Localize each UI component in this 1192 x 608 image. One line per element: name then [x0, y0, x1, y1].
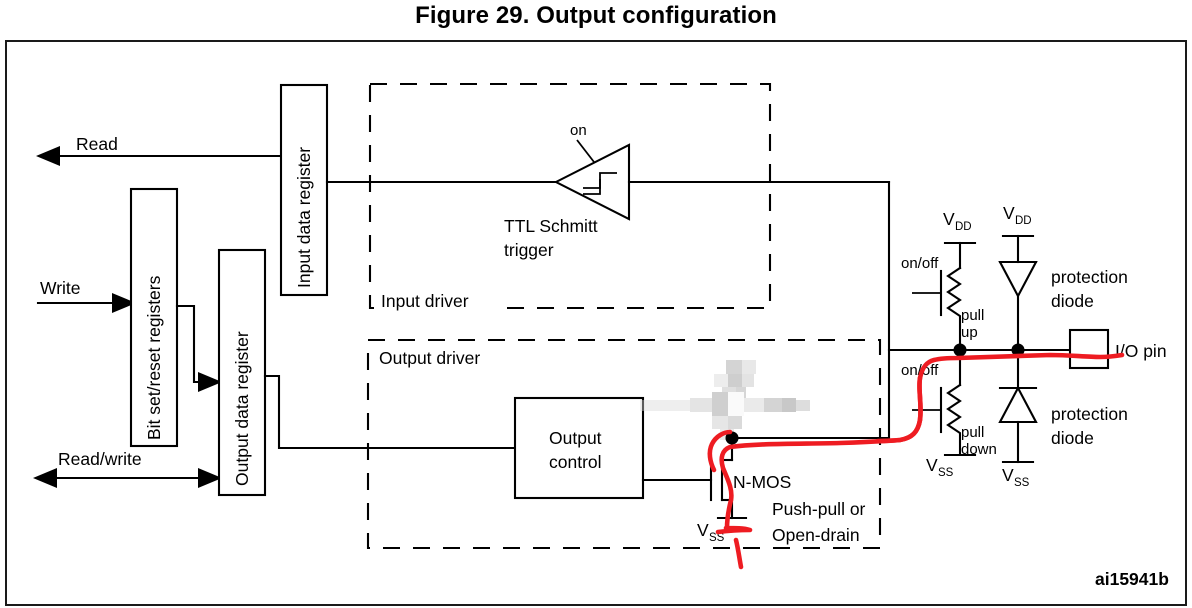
figure-border	[5, 40, 1187, 606]
figure-title: Figure 29. Output configuration	[415, 2, 777, 29]
protection-diode-top-line2: diode	[1051, 291, 1094, 311]
vss-pulldown-label: V	[926, 455, 938, 475]
output-data-register-block	[217, 248, 267, 497]
protection-diode-top	[998, 234, 1038, 352]
output-driver-label: Output driver	[379, 348, 480, 368]
schmitt-label-line1: TTL Schmitt	[504, 216, 598, 236]
schmitt-label-line2: trigger	[504, 240, 554, 260]
pull-up-transistor	[912, 241, 977, 352]
output-driver-label-mask	[376, 345, 516, 367]
read-write-arrowhead-right	[198, 468, 222, 488]
vdd-pullup-sub: DD	[955, 221, 972, 233]
io-pin-pad	[1068, 328, 1110, 370]
read-signal-arrow	[36, 146, 283, 166]
vdd-pullup-label: V	[943, 209, 955, 229]
input-driver-label: Input driver	[381, 291, 469, 311]
vdd-diode-sub: DD	[1015, 215, 1032, 227]
schmitt-enable-label: on	[570, 122, 587, 139]
vss-diode-sub: SS	[1014, 477, 1030, 489]
write-signal-arrow	[36, 293, 136, 313]
red-annotation-left-hook	[875, 375, 923, 444]
write-label: Write	[40, 278, 81, 298]
output-data-register-label: Output data register	[232, 331, 252, 486]
red-annotation-lower-hook	[707, 429, 733, 473]
bit-set-reset-registers-block	[129, 187, 179, 448]
ttl-schmitt-trigger-symbol	[553, 139, 891, 221]
input-data-register-block	[279, 83, 329, 297]
bit-set-reset-registers-label: Bit set/reset registers	[144, 275, 164, 440]
vss-diode-label: V	[1002, 465, 1014, 485]
nmos-label: N-MOS	[733, 472, 791, 492]
input-driver-group-box	[368, 82, 772, 310]
nmos-vss-sub: SS	[709, 532, 725, 544]
pull-up-label-line2: up	[961, 324, 978, 341]
pull-down-label-line1: pull	[961, 424, 984, 441]
io-pin-label: I/O pin	[1115, 341, 1167, 361]
read-write-arrowhead-left	[33, 468, 57, 488]
nmos-vss-label: V	[697, 520, 709, 540]
output-control-block	[513, 396, 645, 500]
output-mode-label-line2: Open-drain	[772, 525, 860, 545]
protection-diode-bottom	[998, 348, 1038, 464]
outputreg-to-outputcontrol-wire	[263, 374, 517, 450]
protection-diode-bottom-line1: protection	[1051, 404, 1128, 424]
figure-ref-code: ai15941b	[1095, 569, 1169, 589]
output-control-label-line1: Output	[549, 428, 602, 448]
output-control-label-line2: control	[549, 452, 602, 472]
read-write-signal-arrow	[33, 468, 222, 488]
output-mode-label-line1: Push-pull or	[772, 499, 866, 519]
bitset-to-outputreg-arrowhead	[198, 372, 222, 392]
protection-diode-top-line1: protection	[1051, 267, 1128, 287]
read-arrowhead	[36, 146, 60, 166]
output-driver-group-box	[366, 338, 882, 550]
read-label: Read	[76, 134, 118, 154]
pull-up-label-line1: pull	[961, 307, 984, 324]
input-data-register-label: Input data register	[294, 147, 314, 288]
input-driver-label-mask	[378, 292, 498, 312]
write-arrowhead	[112, 293, 136, 313]
pull-down-label-line2: down	[961, 441, 997, 458]
redacted-pmos-region	[640, 360, 810, 440]
protection-diode-bottom-line2: diode	[1051, 428, 1094, 448]
read-write-label: Read/write	[58, 449, 142, 469]
pull-up-onoff-label: on/off	[901, 255, 939, 272]
vss-pulldown-sub: SS	[938, 467, 954, 479]
bitset-to-outputreg-connector	[175, 304, 222, 392]
vdd-diode-label: V	[1003, 203, 1015, 223]
